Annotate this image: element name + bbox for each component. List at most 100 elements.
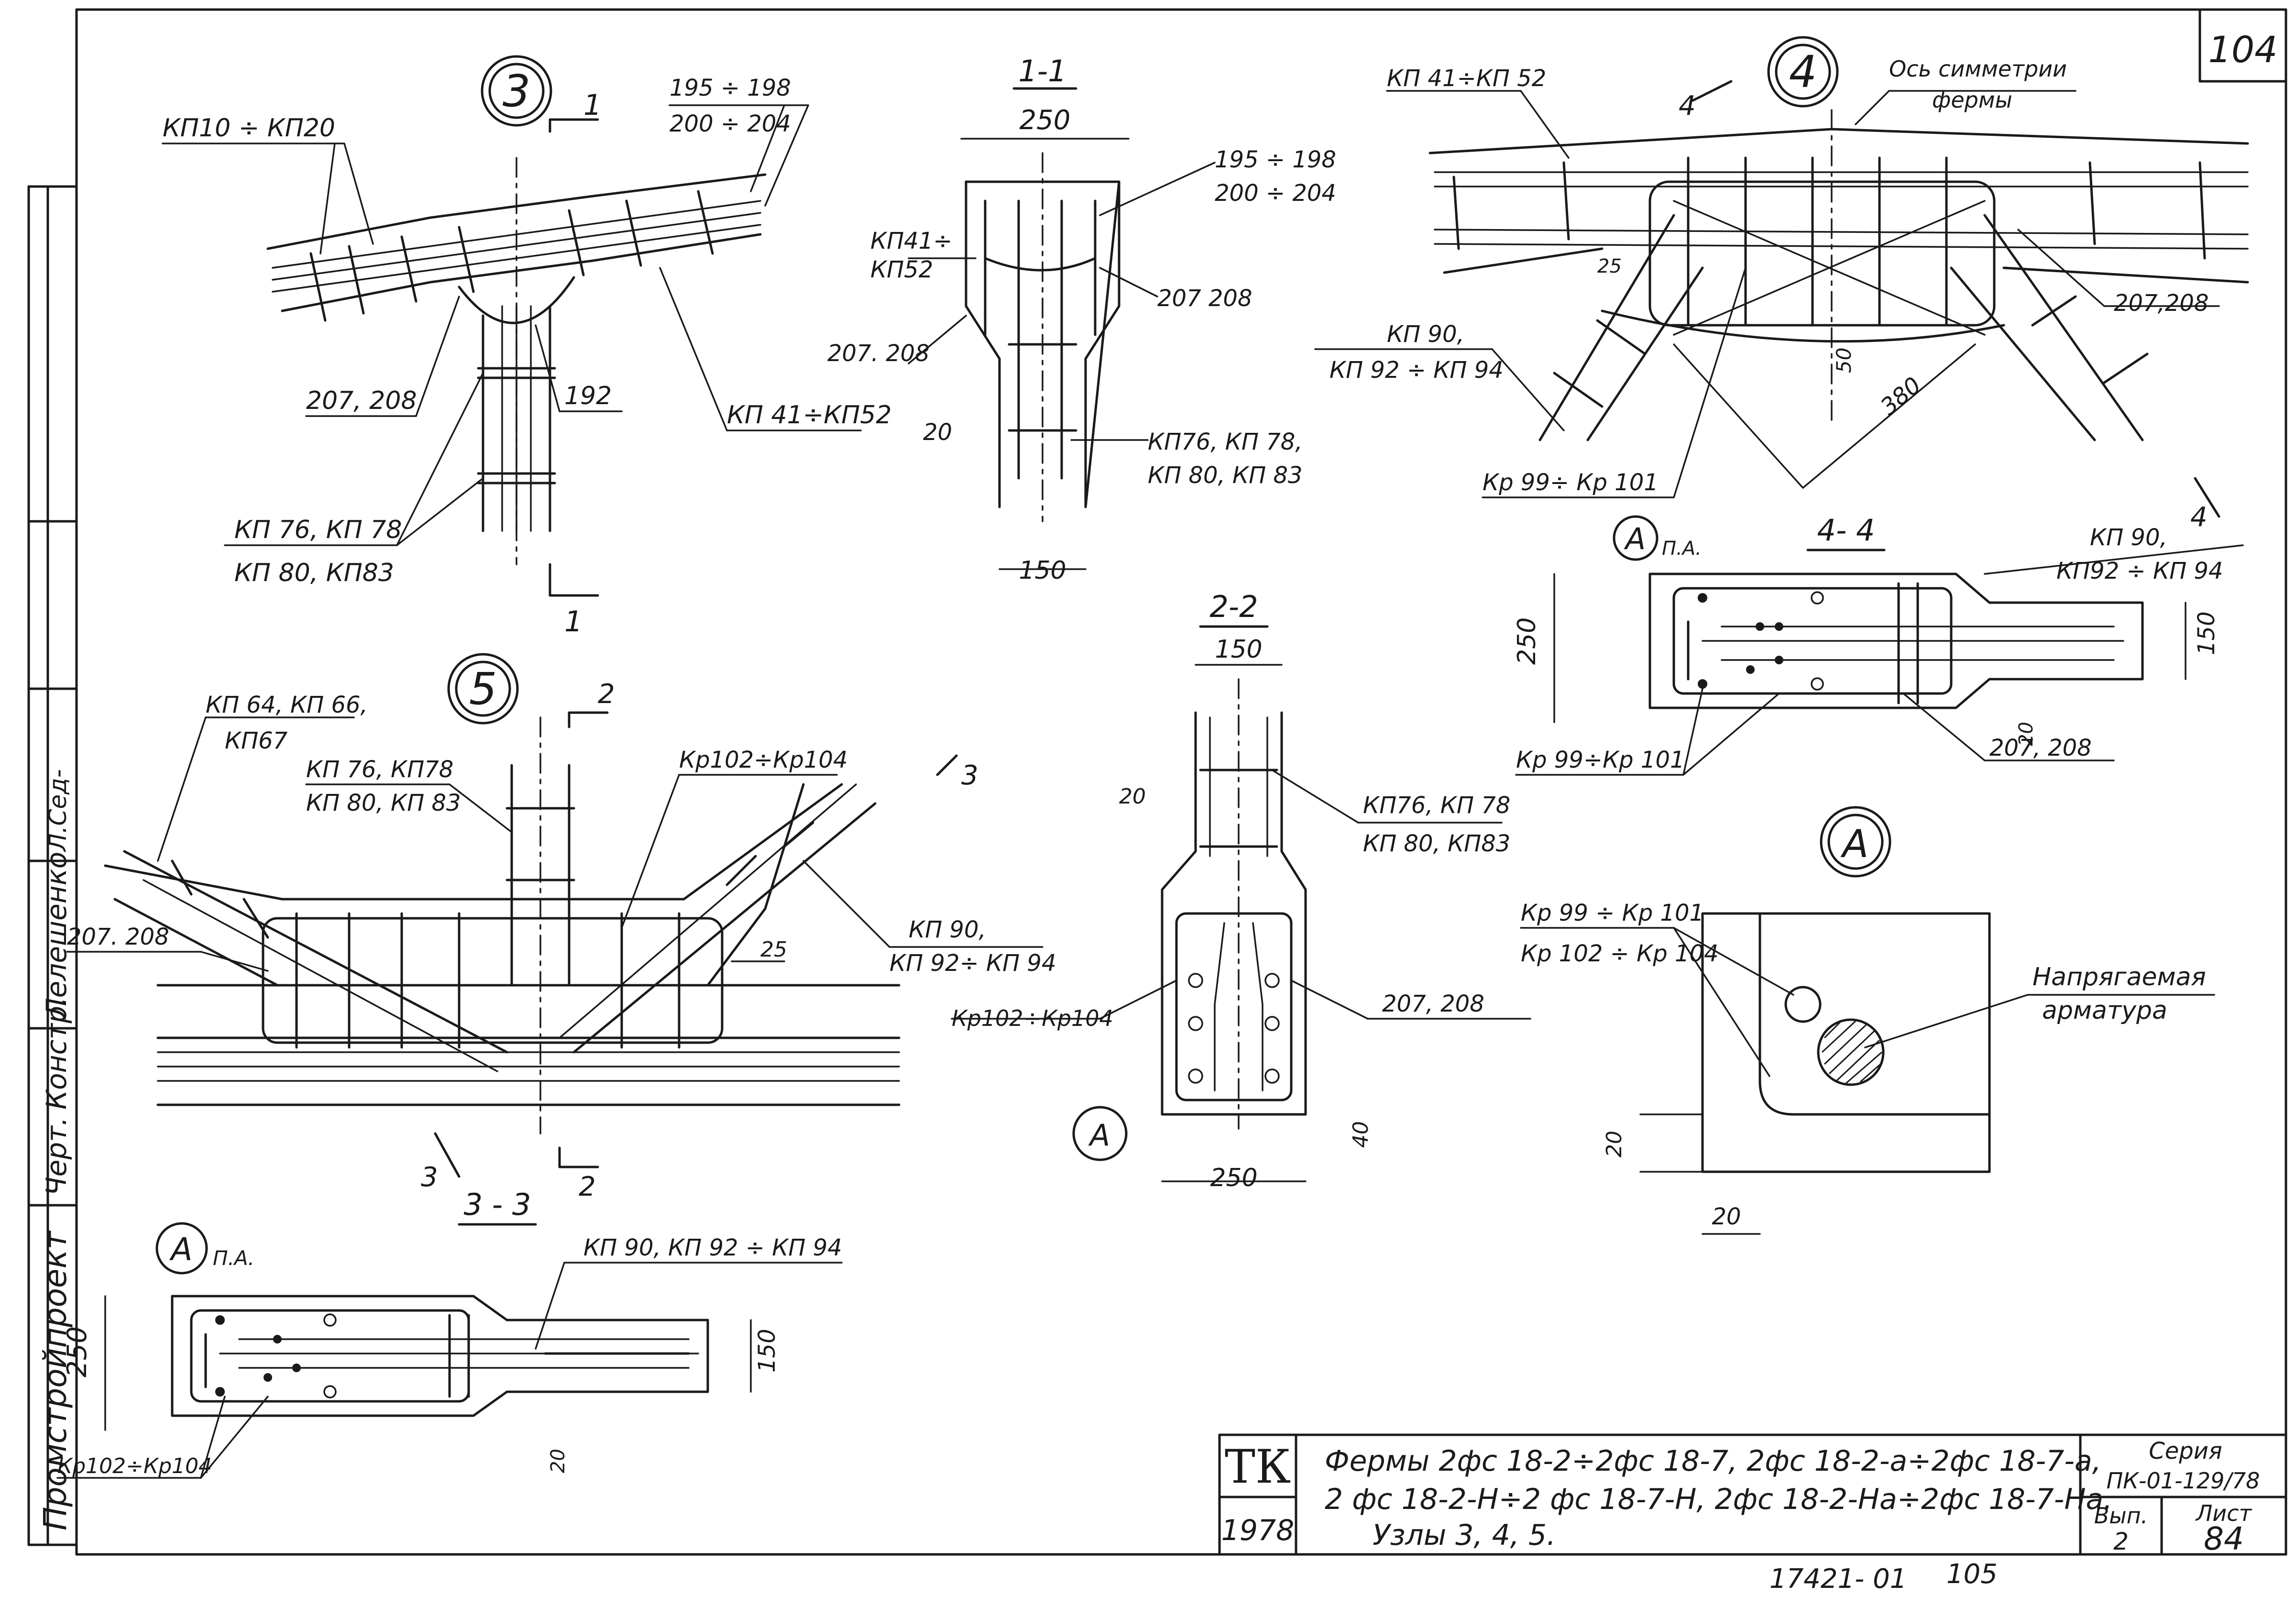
section-a-kp90: КП 90, КП 92 ÷ КП 94 [583, 1234, 842, 1261]
node-5-section-label: 3 - 3 [464, 1187, 531, 1222]
section-4-4-kp99: Кр 99÷Кр 101 [1516, 747, 1685, 773]
section-a-d20: 20 [547, 1449, 569, 1473]
section-1-1-p200: 200 ÷ 204 [1215, 180, 1336, 207]
section-1-1-dim-150: 150 [1019, 556, 1066, 585]
title-issue-value: 2 [2113, 1528, 2129, 1555]
title-issue-label: Вып. [2094, 1503, 2148, 1529]
node-3-cut-top: 1 [583, 88, 602, 122]
node-3-number: 3 [503, 66, 531, 117]
section-2-2-d20: 20 [1119, 784, 1146, 809]
node-5-kp92: КП 92÷ КП 94 [890, 950, 1056, 977]
section-1-1-kp80: КП 80, КП 83 [1148, 462, 1303, 489]
node-4-axis-1: Ось симметрии [1889, 56, 2067, 82]
section-4-4: 4- 4 А П.А. 250 150 20 [1513, 513, 2244, 776]
node-5-kp90: КП 90, [909, 916, 986, 943]
detail-a-tendon-2: арматура [2042, 996, 2167, 1025]
section-2-2-w150: 150 [1215, 635, 1262, 664]
section-4-4-kp90: КП 90, [2090, 524, 2167, 551]
detail-a-tendon-1: Напрягаемая [2032, 963, 2206, 991]
archive-number: 17421- 01 [1769, 1563, 1907, 1595]
node-5-cut-2-top: 2 [598, 679, 615, 710]
detail-a: А 20 20 Кр 99 ÷ Кр 101 Кр 102 ÷ Кр 104 Н… [1520, 806, 2215, 1235]
node-4-p207: 207,208 [2114, 290, 2209, 317]
node-4-kp90: КП 90, [1387, 321, 1464, 348]
node-3-label-195: 195 ÷ 198 [670, 75, 791, 101]
node-5-d25: 25 [760, 937, 787, 962]
side-signature: Л.Сед- [44, 769, 72, 852]
node-3-label-200: 200 ÷ 204 [670, 110, 791, 137]
section-1-1-kp76: КП76, КП 78, [1148, 429, 1303, 455]
side-stamp: Промстройпроект Черт. Констр. Лелешенко … [37, 769, 74, 1530]
section-4-4-p207: 207, 208 [1989, 735, 2092, 761]
node-4-dim-50: 50 [1832, 348, 1856, 373]
node-4-number: 4 [1789, 46, 1817, 98]
section-2-2-kp76: КП76, КП 78 [1363, 792, 1510, 819]
node-3: 3 1 1 [162, 55, 891, 638]
section-1-1-kp41: КП41÷ [870, 228, 952, 254]
sheet-frame [27, 8, 2287, 1556]
node-4-dim-380: 380 [1876, 372, 1926, 420]
section-4-4-d20: 20 [2015, 722, 2037, 746]
section-4-4-mark-note: П.А. [1662, 538, 1702, 560]
section-4-4-title: 4- 4 [1817, 513, 1875, 548]
node-3-label-kp10: КП10 ÷ КП20 [163, 114, 335, 143]
node-5-kp80: КП 80, КП 83 [306, 790, 461, 816]
section-1-1-p207: 207. 208 [827, 340, 930, 367]
node-5: 5 [66, 653, 1056, 1226]
title-series-label: Серия [2149, 1438, 2222, 1464]
node-3-label-kp80: КП 80, КП83 [234, 559, 394, 587]
node-5-kp64: КП 64, КП 66, [206, 692, 368, 718]
node-4-kp41: КП 41÷КП 52 [1387, 65, 1546, 92]
page-number-box: 104 [2198, 8, 2287, 83]
title-block: ТК 1978 Фермы 2фс 18-2÷2фс 18-7, 2фс 18-… [1218, 1433, 2287, 1557]
node-5-cut-3-top: 3 [961, 760, 978, 791]
side-name: Лелешенко [40, 852, 73, 1020]
side-org: Промстройпроект [37, 1230, 74, 1530]
section-2-2-mark: А [1088, 1118, 1110, 1153]
title-line-3: Узлы 3, 4, 5. [1373, 1519, 1556, 1552]
node-4-kp92: КП 92 ÷ КП 94 [1329, 357, 1504, 384]
section-2-2-w250: 250 [1210, 1164, 1257, 1192]
detail-a-d20v: 20 [1602, 1131, 1626, 1157]
section-1-1-dim-250: 250 [1020, 105, 1071, 136]
detail-a-kp102: Кр 102 ÷ Кр 104 [1521, 940, 1719, 967]
node-4-d25: 25 [1597, 255, 1622, 277]
node-3-label-kp41: КП 41÷КП52 [727, 401, 891, 429]
node-3-label-192: 192 [564, 382, 612, 410]
section-1-1-p195: 195 ÷ 198 [1215, 146, 1336, 173]
node-5-p207: 207. 208 [67, 924, 169, 950]
title-org-code: ТК [1225, 1440, 1291, 1494]
node-3-label-kp76: КП 76, КП 78 [234, 516, 402, 544]
section-a-h250: 250 [62, 1326, 93, 1377]
title-year: 1978 [1221, 1514, 1295, 1547]
section-1-1-p207b: 207 208 [1157, 285, 1252, 312]
title-sheet-value: 84 [2204, 1520, 2244, 1557]
detail-a-kp99: Кр 99 ÷ Кр 101 [1521, 900, 1704, 926]
section-4-4-mark: А [1624, 521, 1646, 556]
node-3-label-207: 207, 208 [306, 386, 417, 415]
section-4-4-h250: 250 [1513, 617, 1541, 665]
side-role2: Констр. [40, 997, 73, 1110]
section-2-2-d40: 40 [1349, 1121, 1373, 1148]
node-5-kp102: Кр102÷Кр104 [679, 747, 848, 773]
section-a-kp102: Кр102÷Кр104 [57, 1454, 212, 1478]
section-1-1-dim-20: 20 [923, 419, 952, 446]
title-line-2: 2 фс 18-2-Н÷2 фс 18-7-Н, 2фс 18-2-На÷2фс… [1325, 1483, 2112, 1516]
section-a-mark-note: П.А. [213, 1246, 254, 1270]
section-1-1: 1-1 250 150 20 КП41÷ КП52 [827, 54, 1336, 585]
section-2-2-title: 2-2 [1209, 589, 1258, 624]
section-4-4-h150: 150 [2193, 611, 2220, 655]
section-2-2-kp102: Кр102÷Кр104 [952, 1005, 1113, 1031]
title-series-value: ПК-01-129/78 [2107, 1468, 2260, 1494]
section-4-4-kp92: КП92 ÷ КП 94 [2056, 558, 2223, 584]
section-2-2-p207: 207, 208 [1382, 991, 1484, 1017]
title-line-1: Фермы 2фс 18-2÷2фс 18-7, 2фс 18-2-а÷2фс … [1325, 1444, 2101, 1478]
node-4: 4 [1314, 36, 2249, 533]
node-4-cut-bottom: 4 [2190, 502, 2208, 533]
section-1-1-title: 1-1 [1018, 54, 1066, 88]
node-4-axis-2: фермы [1932, 87, 2012, 113]
section-1-1-kp52: КП52 [870, 256, 933, 283]
node-4-cut-top: 4 [1679, 90, 1696, 121]
node-5-cut-3-bottom: 3 [421, 1162, 438, 1193]
